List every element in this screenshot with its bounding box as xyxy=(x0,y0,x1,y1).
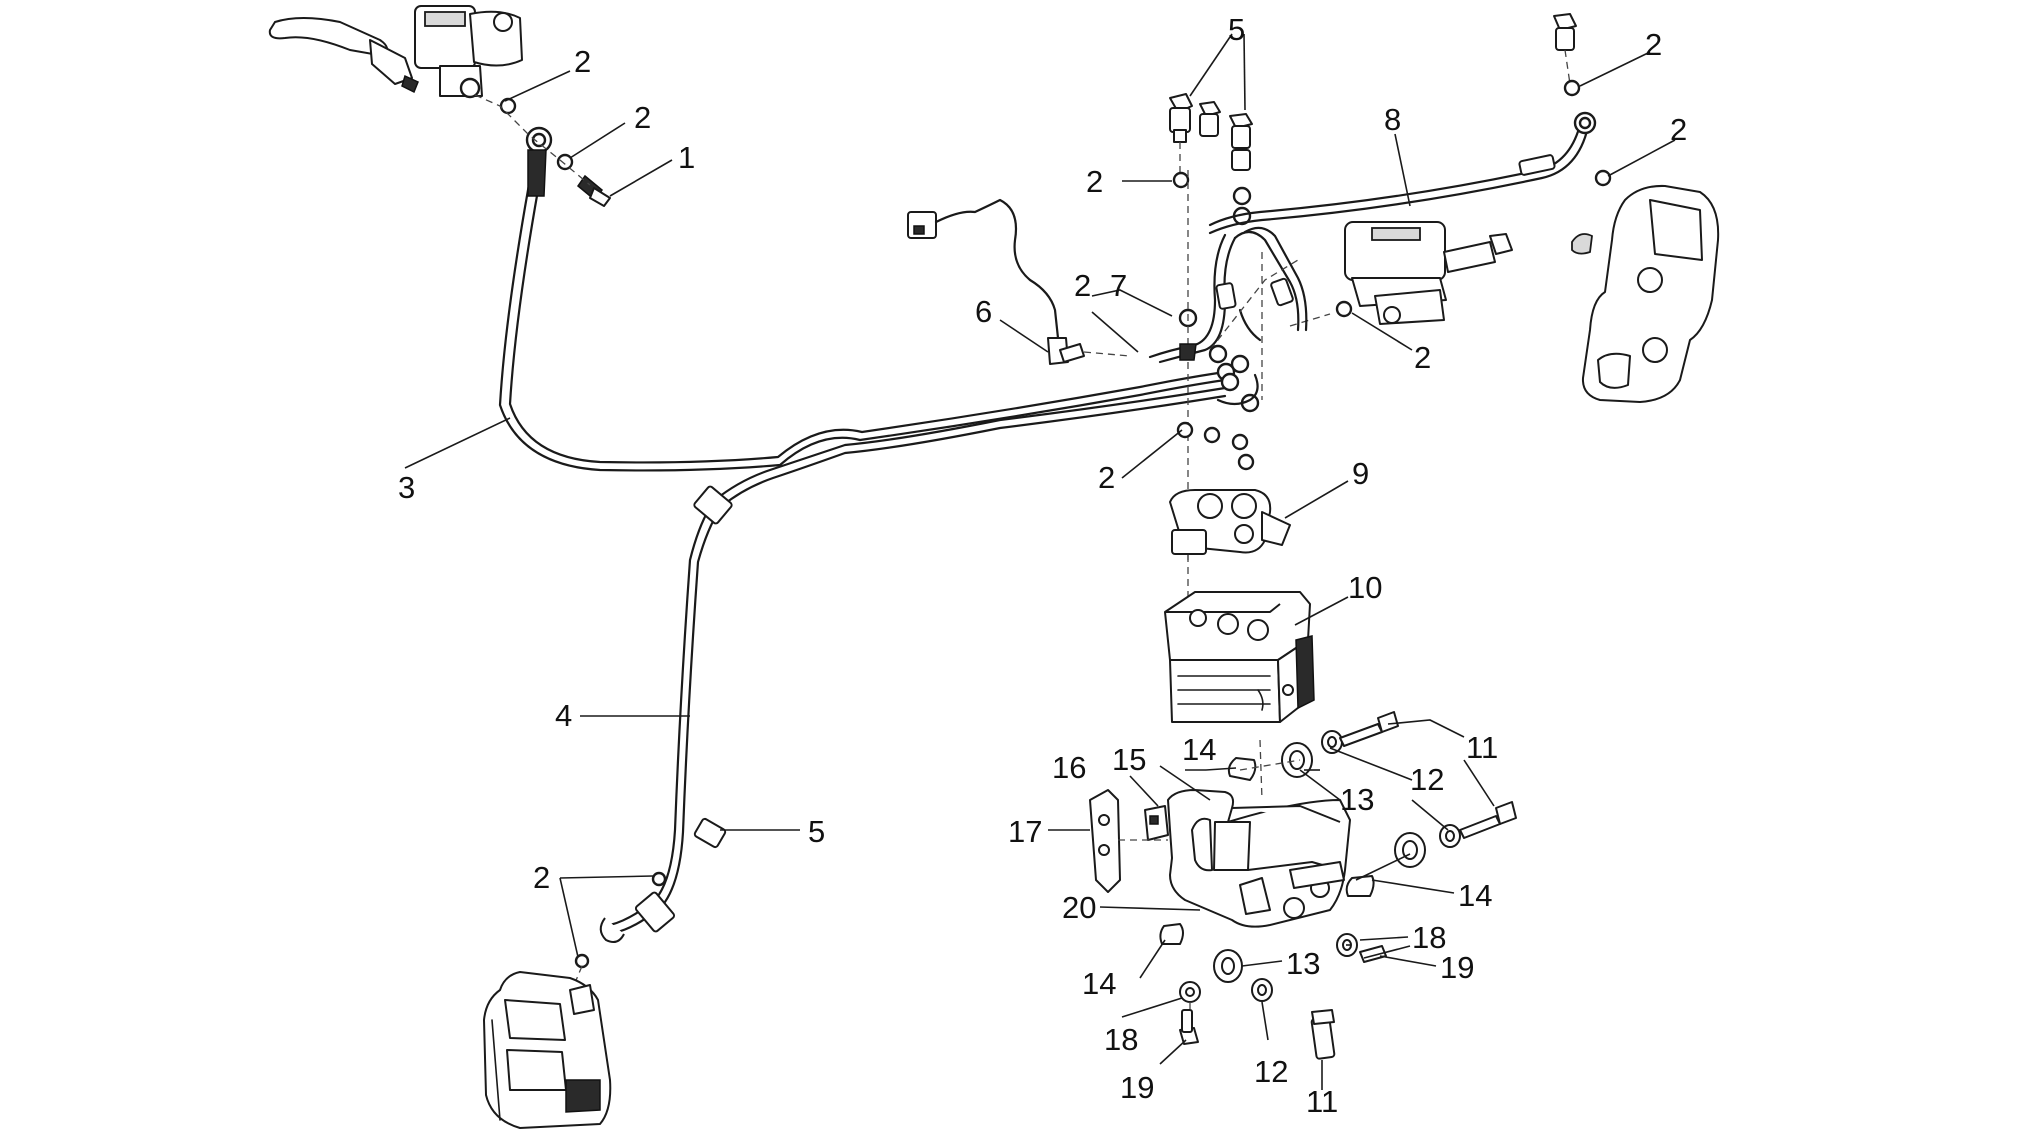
front-brake-lever-master-cylinder xyxy=(268,5,523,99)
brake-hose-3 xyxy=(498,149,1227,472)
callout-7: 7 xyxy=(1110,268,1127,303)
front-brake-caliper xyxy=(483,971,612,1129)
rear-brake-caliper xyxy=(1571,184,1720,403)
leader-lines xyxy=(404,33,1676,1090)
callout-2: 2 xyxy=(1098,460,1115,495)
callout-17: 17 xyxy=(1008,814,1042,849)
rear-brake-master-cylinder xyxy=(1289,221,1513,327)
callout-2: 2 xyxy=(1086,164,1103,199)
callout-1: 1 xyxy=(678,140,695,175)
upper-pipe-bundle xyxy=(1148,170,1308,560)
banjo-bolt-top-right xyxy=(1553,13,1612,187)
washer-2c xyxy=(1172,171,1190,189)
callout-14: 14 xyxy=(1082,966,1116,1001)
callout-19: 19 xyxy=(1440,950,1474,985)
callout-12: 12 xyxy=(1410,762,1444,797)
callout-13: 13 xyxy=(1286,946,1320,981)
callout-19: 19 xyxy=(1120,1070,1154,1105)
front-master-fittings xyxy=(474,94,611,207)
callout-20: 20 xyxy=(1062,890,1096,925)
abs-modulator-10 xyxy=(1164,591,1315,723)
callout-13: 13 xyxy=(1340,782,1374,817)
tab-17 xyxy=(1089,789,1168,893)
callout-5: 5 xyxy=(808,814,825,849)
callout-18: 18 xyxy=(1412,920,1446,955)
callout-2: 2 xyxy=(574,44,591,79)
callout-15: 15 xyxy=(1112,742,1146,777)
mount-hardware-lower xyxy=(1159,923,1387,1060)
callout-18: 18 xyxy=(1104,1022,1138,1057)
callout-2: 2 xyxy=(1670,112,1687,147)
callout-2: 2 xyxy=(634,100,651,135)
washer-2d xyxy=(1232,186,1252,206)
callout-11: 11 xyxy=(1466,730,1498,765)
callout-8: 8 xyxy=(1384,102,1401,137)
callout-2: 2 xyxy=(533,860,550,895)
callout-10: 10 xyxy=(1348,570,1382,605)
callout-9: 9 xyxy=(1352,456,1369,491)
callout-4: 4 xyxy=(555,698,572,733)
damper-16-hole xyxy=(1149,815,1159,825)
abs-connector-plate-9 xyxy=(1169,489,1291,600)
callout-2: 2 xyxy=(1074,268,1091,303)
center-rings xyxy=(1176,344,1260,471)
callout-14: 14 xyxy=(1458,878,1492,913)
brake-hose-4 xyxy=(599,386,1227,943)
callout-5: 5 xyxy=(1228,12,1245,47)
callout-11: 11 xyxy=(1306,1084,1338,1119)
callout-2: 2 xyxy=(1414,340,1431,375)
washer-2a xyxy=(651,871,667,887)
bleed-valves-5 xyxy=(1169,93,1253,180)
axis-line xyxy=(571,965,583,991)
callout-12: 12 xyxy=(1254,1054,1288,1089)
callout-6: 6 xyxy=(975,294,992,329)
callout-14: 14 xyxy=(1182,732,1216,767)
sensor-cable-6 xyxy=(907,198,1131,365)
callout-2: 2 xyxy=(1645,27,1662,62)
callout-3: 3 xyxy=(398,470,415,505)
mount-hardware-upper xyxy=(1227,711,1517,897)
callout-16: 16 xyxy=(1052,750,1086,785)
callout-labels: 1 2 2 3 4 5 2 5 2 8 2 2 2 2 7 6 2 9 10 1… xyxy=(398,12,1687,1119)
abs-support-bracket xyxy=(1167,739,1351,928)
